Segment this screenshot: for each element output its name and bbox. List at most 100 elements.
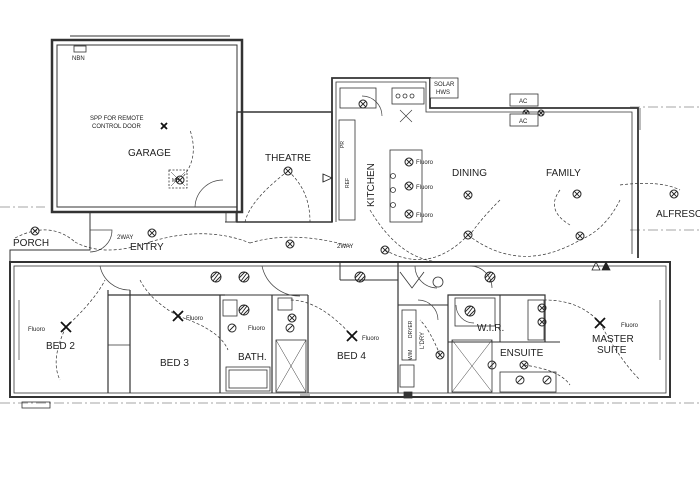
nbn-box — [73, 45, 87, 53]
room-label-bed4: BED 4 — [337, 351, 366, 362]
exhaust-fan — [464, 305, 476, 317]
light-fitting — [147, 228, 157, 238]
ensuite-toilet — [527, 299, 545, 341]
rangehood — [391, 87, 425, 105]
kitchen-labels: PR REF — [340, 141, 351, 188]
room-label-alfresco: ALFRESCO — [656, 209, 700, 220]
wiring-arcs — [14, 129, 681, 386]
fluoro-fittings — [60, 122, 606, 342]
two-way-label-1: 2WAY — [117, 235, 133, 241]
light-fitting — [30, 226, 40, 236]
smoke-detectors — [322, 173, 611, 271]
two-way-label-2: 2WAY — [337, 244, 353, 250]
exhaust-fan — [238, 271, 250, 283]
room-label-bed3: BED 3 — [160, 358, 189, 369]
hws-label: HWS — [436, 90, 450, 96]
bathtub — [225, 366, 271, 392]
fluoro-x-bed3 — [172, 310, 184, 322]
fluoro-label-bed2: Fluoro — [28, 327, 46, 333]
wet-area-fixtures — [21, 271, 557, 409]
light-fitting — [463, 190, 473, 200]
light-fitting — [572, 189, 582, 199]
light-fitting — [519, 360, 529, 370]
room-label-bath: BATH. — [238, 352, 267, 363]
remote-door-note-1: SPP FOR REMOTE — [90, 116, 144, 122]
fluoro-label-kitchen-2: Fluoro — [416, 185, 434, 191]
fluoro-label-bed4: Fluoro — [362, 336, 380, 342]
exhaust-fan — [484, 271, 496, 283]
annotations: NBN SPP FOR REMOTE CONTROL DOOR SOLAR HW… — [28, 56, 639, 360]
fluoro-label-bed3: Fluoro — [186, 316, 204, 322]
ensuite-shower — [451, 339, 493, 393]
ac-label-2: AC — [519, 119, 528, 125]
room-label-dining: DINING — [452, 168, 487, 179]
fridge-label: REF — [345, 178, 351, 188]
ceiling-lights — [30, 99, 679, 370]
light-fitting — [463, 230, 473, 240]
room-label-entry: ENTRY — [130, 242, 164, 253]
fluoro-x-garage — [160, 122, 168, 130]
shower — [275, 339, 307, 393]
laundry-tub — [399, 364, 415, 388]
nbn-label: NBN — [72, 56, 85, 62]
room-labels: GARAGE THEATRE KITCHEN DINING FAMILY ALF… — [13, 148, 700, 369]
pantry-ref-label: PR — [340, 141, 346, 148]
room-label-porch: PORCH — [13, 238, 49, 249]
light-fitting — [404, 157, 414, 167]
smoke-detector — [591, 261, 611, 271]
light-fitting — [285, 239, 295, 249]
exhaust-fan — [285, 323, 295, 333]
fluoro-x-bed2 — [60, 321, 72, 333]
light-fitting — [537, 109, 545, 117]
light-fitting — [575, 231, 585, 241]
fluoro-label-kitchen-3: Fluoro — [416, 213, 434, 219]
room-label-suite: SUITE — [597, 345, 627, 356]
fluoro-label-bath: Fluoro — [248, 326, 266, 332]
exhaust-fan — [354, 271, 366, 283]
exhaust-fans — [210, 271, 552, 385]
laundry-bench — [401, 309, 417, 361]
room-label-ensuite: ENSUITE — [500, 348, 544, 359]
ac-label-1: AC — [519, 99, 528, 105]
smoke-detector — [322, 173, 333, 183]
room-label-theatre: THEATRE — [265, 153, 311, 164]
room-label-garage: GARAGE — [128, 148, 171, 159]
ac-unit-1 — [509, 93, 539, 107]
light-fitting — [435, 350, 445, 360]
fluoro-x-bed4 — [346, 330, 358, 342]
fluoro-label-kitchen-1: Fluoro — [416, 160, 434, 166]
room-label-kitchen: KITCHEN — [366, 163, 377, 207]
pantry — [339, 87, 377, 109]
room-label-master: MASTER — [592, 334, 634, 345]
wir-shelf — [454, 297, 496, 327]
kitchen-fixtures — [338, 87, 425, 223]
room-label-wir: W.I.R. — [477, 323, 504, 334]
dryer-label: DRYER — [408, 320, 414, 338]
meter-box — [168, 169, 188, 189]
light-fitting — [380, 245, 390, 255]
ensuite-vanity — [499, 371, 557, 393]
linen-cupboard — [399, 271, 425, 289]
kitchen-bench — [338, 119, 356, 221]
services — [429, 77, 539, 127]
solar-label: SOLAR — [434, 82, 455, 88]
solar-hws-box — [429, 77, 459, 99]
garage-fixtures — [73, 45, 237, 223]
light-fitting — [404, 181, 414, 191]
garage-step — [225, 211, 237, 223]
fluoro-x-master — [594, 317, 606, 329]
exhaust-fan — [238, 304, 250, 316]
washing-machine-label: W/M — [408, 350, 414, 360]
exhaust-fan — [542, 375, 552, 385]
remote-door-note-2: CONTROL DOOR — [92, 124, 141, 130]
exhaust-fan — [227, 323, 237, 333]
light-fitting — [287, 313, 297, 323]
light-fitting — [669, 189, 679, 199]
exhaust-fan — [515, 375, 525, 385]
light-fitting — [404, 209, 414, 219]
setback-lines — [0, 106, 700, 404]
fluoro-label-master: Fluoro — [621, 323, 639, 329]
light-fitting — [283, 166, 293, 176]
light-fitting — [175, 175, 185, 185]
